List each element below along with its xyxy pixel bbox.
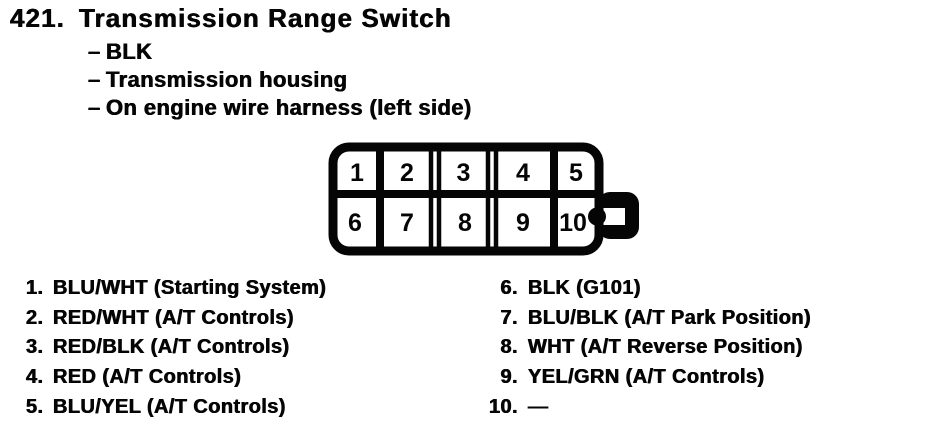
pin-legend-label: BLU/YEL (A/T Controls): [53, 395, 286, 418]
pin-legend-label: BLU/BLK (A/T Park Position): [528, 306, 812, 329]
connector-body: [328, 142, 604, 256]
detail-item-location: – Transmission housing: [88, 66, 472, 94]
pin-legend-number: 10.: [489, 395, 519, 418]
pin-legend-label: RED/BLK (A/T Controls): [53, 336, 290, 359]
pin-number: 5: [569, 159, 583, 187]
pin-legend-number: 5.: [26, 395, 44, 418]
pin-legend-left: 1. BLU/WHT (Starting System) 2. RED/WHT …: [26, 274, 326, 422]
latch-slot: [601, 208, 625, 225]
legend-item: 8. WHT (A/T Reverse Position): [489, 333, 811, 363]
pin-legend-label: —: [528, 395, 549, 418]
pin-legend-number: 9.: [500, 366, 518, 389]
pin-legend-number: 3.: [26, 336, 44, 359]
legend-item: 7. BLU/BLK (A/T Park Position): [489, 304, 811, 334]
legend-item: 9. YEL/GRN (A/T Controls): [489, 363, 811, 393]
pin-legend-number: 6.: [500, 277, 518, 300]
pin-number: 4: [516, 159, 530, 187]
legend-item: 3. RED/BLK (A/T Controls): [26, 333, 326, 363]
pin-legend-label: BLK (G101): [528, 277, 641, 300]
detail-list: – BLK – Transmission housing – On engine…: [88, 38, 472, 122]
pin-number: 2: [400, 159, 414, 187]
pin-legend-number: 2.: [26, 306, 44, 329]
page-title: Transmission Range Switch: [79, 3, 452, 33]
pin-number: 6: [348, 209, 362, 237]
pin-number: 9: [516, 209, 530, 237]
pin-legend-number: 4.: [26, 366, 44, 389]
section-number: 421.: [10, 3, 66, 33]
pin-legend-label: RED (A/T Controls): [53, 366, 242, 389]
legend-item: 4. RED (A/T Controls): [26, 363, 326, 393]
dash-icon: –: [88, 67, 101, 92]
pin-legend-label: RED/WHT (A/T Controls): [53, 306, 294, 329]
pin-legend-right: 6. BLK (G101) 7. BLU/BLK (A/T Park Posit…: [489, 274, 811, 422]
legend-item: 10. —: [489, 392, 811, 422]
detail-text: On engine wire harness (left side): [106, 95, 472, 120]
legend-item: 6. BLK (G101): [489, 274, 811, 304]
connector-diagram: 1 2 3 4 5 6 7 8 9 10: [328, 142, 644, 256]
pin-legend-label: YEL/GRN (A/T Controls): [528, 366, 765, 389]
detail-item-harness: – On engine wire harness (left side): [88, 94, 472, 122]
pin-legend-label: BLU/WHT (Starting System): [53, 277, 327, 300]
legend-item: 2. RED/WHT (A/T Controls): [26, 304, 326, 334]
pin-number: 1: [350, 159, 364, 187]
legend-item: 1. BLU/WHT (Starting System): [26, 274, 326, 304]
pin-number: 3: [457, 159, 471, 187]
detail-item-color: – BLK: [88, 38, 472, 66]
pin-number: 10: [559, 209, 587, 237]
pin-legend-number: 1.: [26, 277, 44, 300]
latch-nub: [588, 207, 606, 226]
pin-legend-label: WHT (A/T Reverse Position): [528, 336, 803, 359]
section-heading: 421. Transmission Range Switch: [10, 3, 452, 34]
pin-number: 7: [400, 209, 414, 237]
legend-item: 5. BLU/YEL (A/T Controls): [26, 392, 326, 422]
detail-text: BLK: [106, 39, 153, 64]
dash-icon: –: [88, 95, 101, 120]
detail-text: Transmission housing: [106, 67, 348, 92]
dash-icon: –: [88, 39, 101, 64]
pin-number: 8: [458, 209, 472, 237]
connector-svg: 1 2 3 4 5 6 7 8 9 10: [328, 142, 639, 256]
pin-legend-number: 7.: [500, 306, 518, 329]
pin-legend-number: 8.: [500, 336, 518, 359]
